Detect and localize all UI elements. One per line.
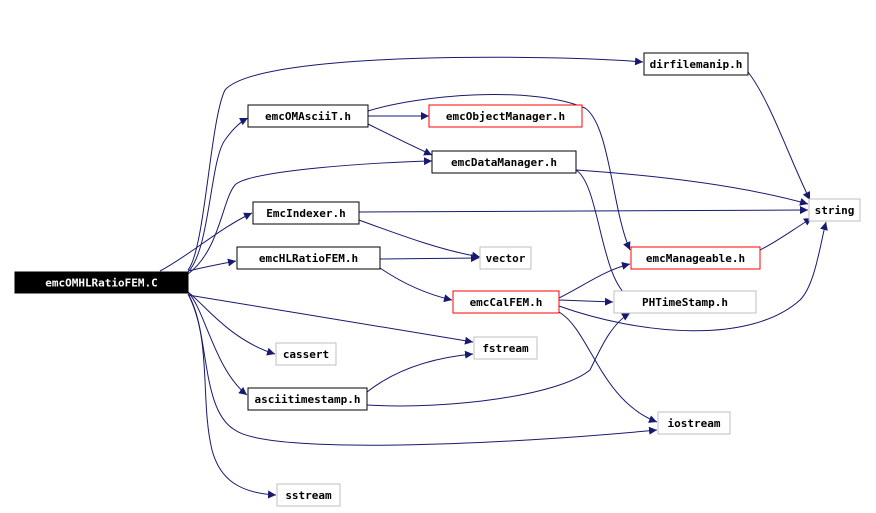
edge-root-to-iostream bbox=[187, 293, 658, 446]
node-label: vector bbox=[486, 252, 526, 265]
edge-root-to-sstream bbox=[187, 293, 277, 499]
node-label: dirfilemanip.h bbox=[650, 58, 743, 71]
edge-emcCalFEM-to-iostream bbox=[558, 311, 658, 423]
node-emcDataManager-h[interactable]: emcDataManager.h bbox=[431, 150, 577, 174]
node-label: emcHLRatioFEM.h bbox=[259, 252, 358, 265]
edge-root-to-emcHLRatioFEM bbox=[187, 258, 237, 272]
node-box bbox=[613, 290, 757, 314]
edge-layer bbox=[159, 56, 828, 499]
edge-root-to-EmcIndexer bbox=[159, 212, 253, 272]
node-label: sstream bbox=[285, 489, 332, 502]
node-emcObjectManager-h[interactable]: emcObjectManager.h bbox=[428, 104, 583, 128]
edge-EmcIndexer-to-string bbox=[358, 206, 809, 215]
node-label: string bbox=[815, 204, 855, 217]
node-box bbox=[657, 411, 731, 435]
node-box bbox=[276, 483, 341, 507]
node-emcManageable-h[interactable]: emcManageable.h bbox=[630, 246, 761, 270]
node-PHTimeStamp-h[interactable]: PHTimeStamp.h bbox=[613, 290, 757, 314]
node-box bbox=[808, 198, 861, 222]
edge-asciitimestamp-to-PHTimeStamp bbox=[366, 312, 631, 407]
edge-emcDataManager-to-PHTimeStamp bbox=[575, 169, 631, 299]
edge-root-to-asciitimestamp bbox=[187, 291, 248, 396]
node-label: emcOMAsciiT.h bbox=[265, 110, 351, 123]
edge-emcDataManager-to-string bbox=[575, 169, 809, 206]
node-label: fstream bbox=[482, 342, 529, 355]
node-string[interactable]: string bbox=[808, 198, 861, 222]
node-emcOMHLRatioFEM-C[interactable]: emcOMHLRatioFEM.C bbox=[14, 271, 189, 294]
node-emcHLRatioFEM-h[interactable]: emcHLRatioFEM.h bbox=[236, 246, 381, 270]
edge-root-to-emcOMAsciiT bbox=[187, 117, 249, 273]
node-box bbox=[431, 150, 577, 174]
node-label: iostream bbox=[668, 417, 721, 430]
node-box bbox=[630, 246, 761, 270]
node-box bbox=[14, 271, 189, 294]
edge-emcManageable-to-string bbox=[759, 217, 813, 251]
node-label: EmcIndexer.h bbox=[266, 207, 345, 220]
node-fstream[interactable]: fstream bbox=[473, 336, 538, 360]
node-box bbox=[247, 104, 369, 128]
node-box bbox=[452, 290, 560, 314]
node-vector[interactable]: vector bbox=[479, 246, 532, 270]
node-box bbox=[643, 52, 749, 76]
node-box bbox=[473, 336, 538, 360]
node-box bbox=[479, 246, 532, 270]
node-EmcIndexer-h[interactable]: EmcIndexer.h bbox=[252, 201, 360, 225]
node-sstream[interactable]: sstream bbox=[276, 483, 341, 507]
node-emcOMAsciiT-h[interactable]: emcOMAsciiT.h bbox=[247, 104, 369, 128]
node-box bbox=[252, 201, 360, 225]
edge-EmcIndexer-to-vector bbox=[358, 219, 481, 260]
node-label: PHTimeStamp.h bbox=[642, 296, 728, 309]
edge-emcOMAsciiT-to-emcManageable bbox=[367, 94, 631, 251]
node-box bbox=[428, 104, 583, 128]
edge-emcCalFEM-to-string bbox=[558, 221, 828, 332]
edge-emcHLRatioFEM-to-vector bbox=[379, 254, 480, 263]
node-dirfilemanip-h[interactable]: dirfilemanip.h bbox=[643, 52, 749, 76]
node-cassert[interactable]: cassert bbox=[275, 342, 337, 366]
node-label: emcCalFEM.h bbox=[470, 296, 543, 309]
node-box bbox=[275, 342, 337, 366]
node-label: emcDataManager.h bbox=[451, 156, 557, 169]
edge-asciitimestamp-to-fstream bbox=[366, 350, 474, 393]
edge-emcCalFEM-to-emcManageable bbox=[558, 261, 631, 299]
node-asciitimestamp-h[interactable]: asciitimestamp.h bbox=[247, 387, 368, 411]
edge-emcCalFEM-to-PHTimeStamp bbox=[558, 297, 614, 306]
node-emcCalFEM-h[interactable]: emcCalFEM.h bbox=[452, 290, 560, 314]
node-label: cassert bbox=[283, 348, 329, 361]
node-label: emcObjectManager.h bbox=[446, 110, 565, 123]
node-box bbox=[236, 246, 381, 270]
edge-emcHLRatioFEM-to-emcCalFEM bbox=[379, 267, 453, 303]
node-label: emcManageable.h bbox=[646, 252, 745, 265]
node-iostream[interactable]: iostream bbox=[657, 411, 731, 435]
node-layer: emcOMHLRatioFEM.C dirfilemanip.h emcOMAs… bbox=[14, 52, 861, 507]
node-label: emcOMHLRatioFEM.C bbox=[45, 277, 158, 290]
node-box bbox=[247, 387, 368, 411]
edge-root-to-cassert bbox=[187, 291, 276, 356]
edge-root-to-dirfilemanip bbox=[187, 56, 644, 271]
edge-emcOMAsciiT-to-emcDataManager bbox=[367, 123, 433, 156]
edge-root-to-emcDataManager bbox=[187, 157, 433, 275]
node-label: asciitimestamp.h bbox=[255, 393, 361, 406]
edge-dirfilemanip-to-string bbox=[747, 71, 811, 201]
edge-root-to-fstream bbox=[187, 294, 474, 345]
